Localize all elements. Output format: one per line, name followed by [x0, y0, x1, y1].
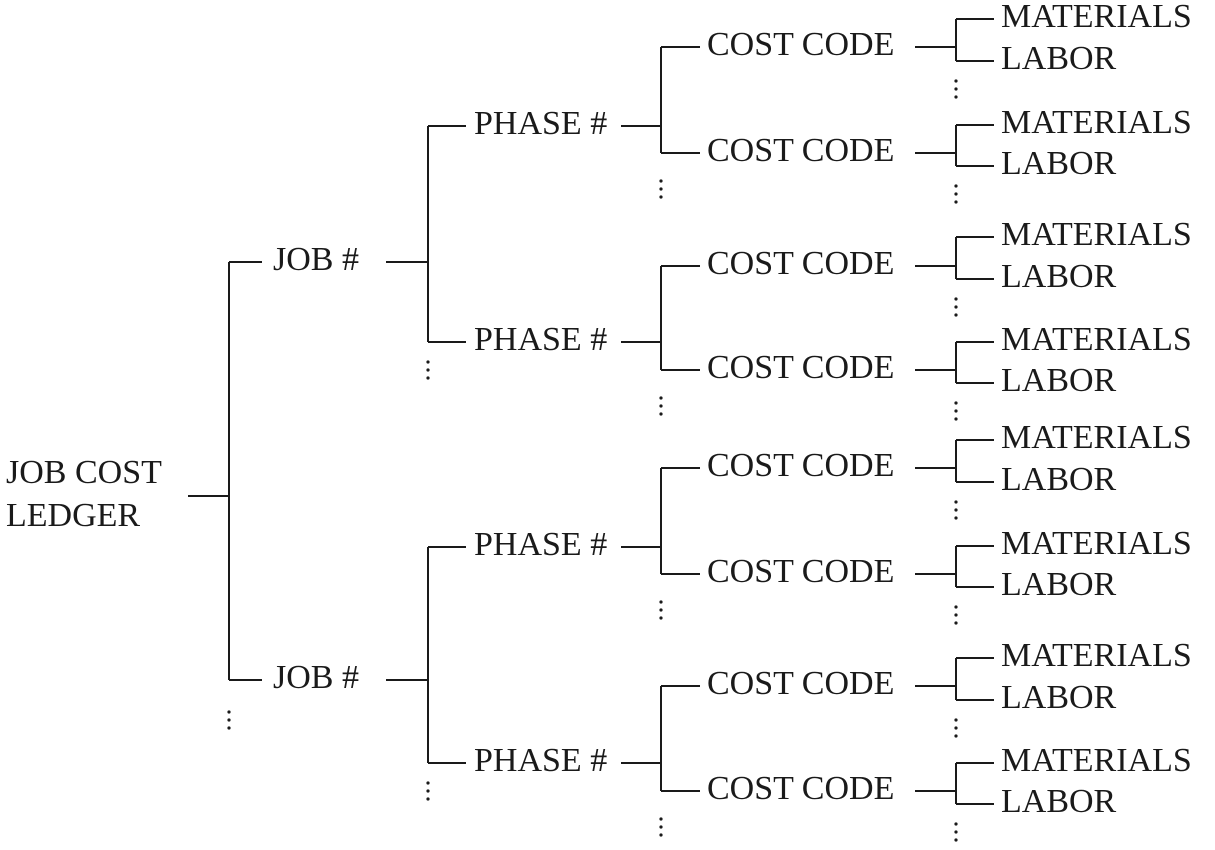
ellipsis-dot [659, 825, 663, 829]
ellipsis-dot [954, 822, 958, 826]
more-items-ellipsis [954, 401, 958, 421]
cost-code-label: COST CODE [707, 26, 894, 63]
ellipsis-dot [954, 297, 958, 301]
materials-label: MATERIALS [1001, 216, 1192, 253]
ellipsis-dot [954, 313, 958, 317]
materials-label: MATERIALS [1001, 321, 1192, 358]
ellipsis-dot [954, 726, 958, 730]
phase-label: PHASE # [474, 742, 607, 779]
ellipsis-dot [659, 195, 663, 199]
ellipsis-dot [659, 817, 663, 821]
root-label-line2: LEDGER [6, 497, 140, 534]
more-items-ellipsis [954, 184, 958, 204]
more-phases-ellipsis [426, 360, 430, 380]
job-label: JOB # [273, 241, 359, 278]
more-items-ellipsis [954, 79, 958, 99]
materials-label: MATERIALS [1001, 742, 1192, 779]
ellipsis-dot [426, 781, 430, 785]
more-cost-codes-ellipsis [659, 179, 663, 199]
materials-label: MATERIALS [1001, 637, 1192, 674]
materials-label: MATERIALS [1001, 419, 1192, 456]
ellipsis-dot [954, 605, 958, 609]
ellipsis-dot [954, 79, 958, 83]
ellipsis-dot [954, 409, 958, 413]
ellipsis-dot [954, 401, 958, 405]
ellipsis-dot [227, 726, 231, 730]
labor-label: LABOR [1001, 145, 1117, 182]
ellipsis-dot [954, 838, 958, 842]
more-phases-ellipsis [426, 781, 430, 801]
labor-label: LABOR [1001, 40, 1117, 77]
ellipsis-dot [954, 200, 958, 204]
more-items-ellipsis [954, 605, 958, 625]
ellipsis-dot [954, 613, 958, 617]
ellipsis-dot [659, 187, 663, 191]
cost-code-label: COST CODE [707, 245, 894, 282]
root-label-line1: JOB COST [6, 454, 162, 491]
ellipsis-dot [954, 516, 958, 520]
ellipsis-dot [954, 95, 958, 99]
cost-code-label: COST CODE [707, 349, 894, 386]
ellipsis-dot [659, 608, 663, 612]
cost-code-label: COST CODE [707, 770, 894, 807]
ellipsis-dot [659, 404, 663, 408]
labor-label: LABOR [1001, 362, 1117, 399]
phase-label: PHASE # [474, 321, 607, 358]
ellipsis-dot [954, 305, 958, 309]
ellipsis-dot [954, 830, 958, 834]
more-cost-codes-ellipsis [659, 396, 663, 416]
ellipsis-dot [426, 789, 430, 793]
ellipsis-dot [954, 417, 958, 421]
ellipsis-dot [659, 179, 663, 183]
ellipsis-dot [426, 368, 430, 372]
ellipsis-dot [227, 710, 231, 714]
cost-code-label: COST CODE [707, 665, 894, 702]
ellipsis-dot [426, 360, 430, 364]
more-items-ellipsis [954, 718, 958, 738]
ellipsis-dot [426, 376, 430, 380]
more-items-ellipsis [954, 297, 958, 317]
ellipsis-dot [659, 412, 663, 416]
cost-code-label: COST CODE [707, 132, 894, 169]
ellipsis-dot [954, 621, 958, 625]
ellipsis-dot [954, 734, 958, 738]
phase-label: PHASE # [474, 526, 607, 563]
cost-code-label: COST CODE [707, 447, 894, 484]
labor-label: LABOR [1001, 566, 1117, 603]
ellipsis-dot [659, 396, 663, 400]
phase-label: PHASE # [474, 105, 607, 142]
labor-label: LABOR [1001, 461, 1117, 498]
materials-label: MATERIALS [1001, 104, 1192, 141]
materials-label: MATERIALS [1001, 525, 1192, 562]
ellipsis-dot [954, 718, 958, 722]
labor-label: LABOR [1001, 679, 1117, 716]
ellipsis-dot [954, 192, 958, 196]
labor-label: LABOR [1001, 258, 1117, 295]
ellipsis-dot [659, 600, 663, 604]
ellipsis-dot [954, 508, 958, 512]
cost-code-label: COST CODE [707, 553, 894, 590]
ellipsis-dot [426, 797, 430, 801]
ellipsis-dot [659, 616, 663, 620]
labor-label: LABOR [1001, 783, 1117, 820]
ellipsis-dot [227, 718, 231, 722]
more-cost-codes-ellipsis [659, 817, 663, 837]
job-label: JOB # [273, 659, 359, 696]
materials-label: MATERIALS [1001, 0, 1192, 35]
more-items-ellipsis [954, 500, 958, 520]
more-items-ellipsis [954, 822, 958, 842]
ellipsis-dot [659, 833, 663, 837]
ellipsis-dot [954, 184, 958, 188]
ellipsis-dot [954, 87, 958, 91]
more-cost-codes-ellipsis [659, 600, 663, 620]
ellipsis-dot [954, 500, 958, 504]
more-jobs-ellipsis [227, 710, 231, 730]
